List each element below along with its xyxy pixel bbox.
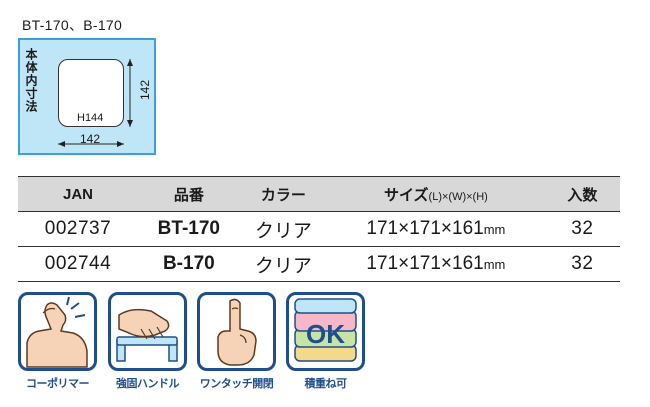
cell-part-no: B-170: [137, 246, 240, 282]
feature-one-touch: ワンタッチ開閉: [197, 292, 276, 391]
table-row: 002737 BT-170 クリア 171×171×161mm 32: [18, 211, 620, 247]
feature-tile: [108, 292, 187, 371]
cell-size: 171×171×161mm: [327, 246, 545, 282]
feature-copolymer: コーポリマー: [18, 292, 97, 391]
header-part-no: 品番: [137, 176, 240, 212]
ok-badge: OK: [306, 319, 345, 349]
table-header-row: JAN 品番 カラー サイズ(L)×(W)×(H) 入数: [18, 176, 620, 212]
model-title: BT-170、B-170: [22, 17, 123, 33]
cell-qty: 32: [544, 246, 620, 282]
header-jan: JAN: [18, 176, 138, 212]
feature-tile: [197, 292, 276, 371]
feature-strong-handle: 強固ハンドル: [108, 292, 187, 391]
dimension-label: 本体内寸法: [24, 48, 38, 113]
feature-caption: ワンタッチ開閉: [199, 378, 274, 390]
header-qty: 入数: [544, 176, 620, 212]
width-label: 142: [80, 132, 101, 146]
flexed-arm-icon: [26, 296, 88, 368]
header-color: カラー: [239, 176, 328, 212]
cell-size-value: 171×171×161: [366, 253, 484, 274]
feature-tile: OK: [286, 292, 365, 371]
pointing-finger-icon: [217, 298, 257, 366]
cell-size: 171×171×161mm: [327, 211, 545, 247]
dimension-arrows: [58, 59, 133, 147]
cell-size-value: 171×171×161: [366, 218, 484, 239]
cell-jan: 002744: [18, 246, 138, 282]
cell-jan: 002737: [18, 211, 138, 247]
feature-caption: 強固ハンドル: [116, 378, 180, 390]
height-label: H144: [77, 112, 104, 124]
spec-table: JAN 品番 カラー サイズ(L)×(W)×(H) 入数 002737 BT-1…: [18, 176, 620, 282]
header-size-label: サイズ: [383, 186, 429, 204]
gripping-handle-icon: [116, 308, 178, 362]
dimension-diagram: 本体内寸法 H144 142 142: [18, 38, 156, 155]
stacked-ok-icon: [294, 298, 357, 362]
cell-size-unit: mm: [483, 222, 506, 237]
feature-caption: 積重ね可: [304, 378, 348, 390]
depth-arrow-bottom: [127, 120, 133, 127]
inner-box-outline: [58, 59, 124, 127]
depth-label: 142: [138, 80, 152, 101]
feature-caption: コーポリマー: [26, 378, 90, 390]
feature-stackable: OK 積重ね可: [286, 292, 365, 391]
header-size-axes: (L)×(W)×(H): [428, 190, 488, 203]
feature-tile: [18, 292, 97, 371]
table-row: 002744 B-170 クリア 171×171×161mm 32: [18, 246, 620, 282]
width-arrow-left: [58, 141, 65, 147]
cell-color: クリア: [239, 211, 328, 247]
cell-qty: 32: [544, 211, 620, 247]
header-size: サイズ(L)×(W)×(H): [327, 176, 545, 212]
depth-arrow-top: [127, 59, 133, 66]
cell-color: クリア: [239, 246, 328, 282]
cell-part-no: BT-170: [137, 211, 240, 247]
cell-size-unit: mm: [483, 257, 506, 272]
width-arrow-right: [117, 141, 124, 147]
